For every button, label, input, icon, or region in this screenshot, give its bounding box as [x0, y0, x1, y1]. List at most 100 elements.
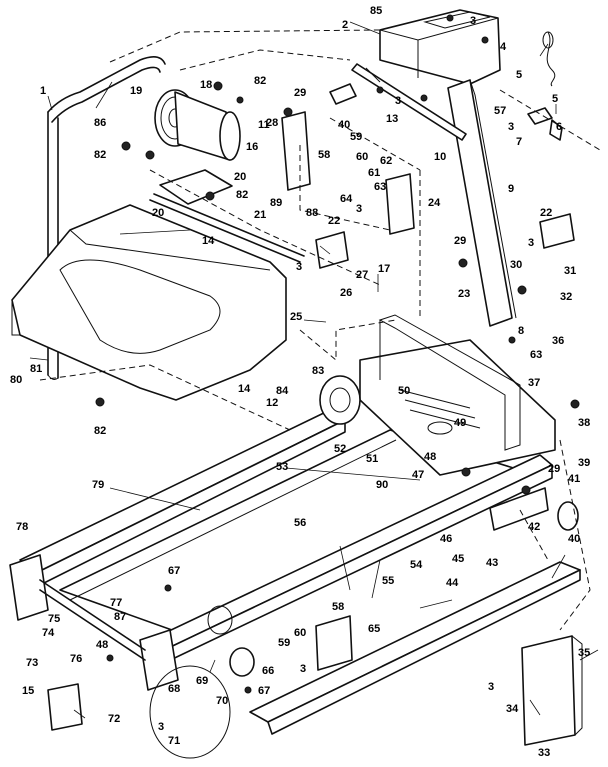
callout-46: 46 — [440, 533, 452, 545]
callout-22: 22 — [328, 215, 340, 227]
callout-54: 54 — [410, 559, 423, 571]
callout-73: 73 — [26, 657, 38, 669]
callout-83: 83 — [312, 365, 324, 377]
callout-62: 62 — [380, 155, 392, 167]
callout-27: 27 — [356, 269, 368, 281]
callout-36: 36 — [552, 335, 564, 347]
callout-3: 3 — [528, 237, 534, 249]
callout-7: 7 — [516, 136, 522, 148]
callout-31: 31 — [564, 265, 576, 277]
callout-3: 3 — [508, 121, 514, 133]
callout-58: 58 — [332, 601, 344, 613]
callout-58: 58 — [318, 149, 330, 161]
callout-75: 75 — [48, 613, 60, 625]
callout-40: 40 — [568, 533, 580, 545]
frame-assembly — [9, 314, 583, 759]
callout-42: 42 — [528, 521, 540, 533]
callout-80: 80 — [10, 374, 22, 386]
callout-25: 25 — [290, 311, 302, 323]
callout-1: 1 — [40, 85, 46, 97]
callout-3: 3 — [470, 15, 476, 27]
callout-49: 49 — [454, 417, 466, 429]
callout-2: 2 — [342, 19, 348, 31]
callout-29: 29 — [294, 87, 306, 99]
callout-44: 44 — [446, 577, 459, 589]
callout-77: 77 — [110, 597, 122, 609]
leader-lines — [29, 21, 599, 719]
callout-53: 53 — [276, 461, 288, 473]
callout-20: 20 — [234, 171, 246, 183]
callout-29: 29 — [548, 463, 560, 475]
callout-40: 40 — [338, 119, 350, 131]
callouts: 1 2 3 3 3 3 3 3 3 3 3 4 5 5 6 7 8 9 10 1… — [10, 5, 590, 759]
callout-87: 87 — [114, 611, 126, 623]
callout-52: 52 — [334, 443, 346, 455]
callout-82: 82 — [94, 425, 106, 437]
callout-41: 41 — [568, 473, 580, 485]
callout-63: 63 — [530, 349, 542, 361]
callout-3: 3 — [296, 261, 302, 273]
callout-3: 3 — [395, 95, 401, 107]
callout-66: 66 — [262, 665, 274, 677]
callout-82: 82 — [94, 149, 106, 161]
callout-8: 8 — [518, 325, 524, 337]
callout-76: 76 — [70, 653, 82, 665]
callout-21: 21 — [254, 209, 266, 221]
callout-90: 90 — [376, 479, 388, 491]
callout-43: 43 — [486, 557, 498, 569]
callout-3: 3 — [158, 721, 164, 733]
callout-82: 82 — [254, 75, 266, 87]
callout-4: 4 — [500, 41, 507, 53]
callout-26: 26 — [340, 287, 352, 299]
callout-9: 9 — [508, 183, 514, 195]
callout-59: 59 — [350, 131, 362, 143]
callout-45: 45 — [452, 553, 464, 565]
callout-3: 3 — [356, 203, 362, 215]
callout-59: 59 — [278, 637, 290, 649]
callout-71: 71 — [168, 735, 180, 747]
callout-37: 37 — [528, 377, 540, 389]
callout-72: 72 — [108, 713, 120, 725]
callout-70: 70 — [216, 695, 228, 707]
callout-38: 38 — [578, 417, 590, 429]
callout-47: 47 — [412, 469, 424, 481]
callout-14: 14 — [238, 383, 251, 395]
callout-30: 30 — [510, 259, 522, 271]
callout-14: 14 — [202, 235, 215, 247]
callout-60: 60 — [356, 151, 368, 163]
callout-84: 84 — [276, 385, 289, 397]
callout-24: 24 — [428, 197, 441, 209]
callout-19: 19 — [130, 85, 142, 97]
callout-86: 86 — [94, 117, 106, 129]
callout-18: 18 — [200, 79, 212, 91]
callout-15: 15 — [22, 685, 34, 697]
callout-68: 68 — [168, 683, 180, 695]
motor-assembly — [149, 89, 575, 269]
callout-57: 57 — [494, 105, 506, 117]
callout-55: 55 — [382, 575, 394, 587]
callout-35: 35 — [578, 647, 590, 659]
callout-22: 22 — [540, 207, 552, 219]
callout-69: 69 — [196, 675, 208, 687]
callout-13: 13 — [386, 113, 398, 125]
console-assembly — [47, 9, 563, 380]
callout-64: 64 — [340, 193, 353, 205]
callout-48: 48 — [96, 639, 108, 651]
fasteners — [95, 14, 580, 694]
callout-63: 63 — [374, 181, 386, 193]
callout-16: 16 — [246, 141, 258, 153]
callout-65: 65 — [368, 623, 380, 635]
callout-81: 81 — [30, 363, 42, 375]
callout-74: 74 — [42, 627, 55, 639]
callout-11: 11 — [258, 119, 270, 131]
callout-17: 17 — [378, 263, 390, 275]
callout-28: 28 — [266, 117, 278, 129]
callout-60: 60 — [294, 627, 306, 639]
callout-48: 48 — [424, 451, 436, 463]
callout-10: 10 — [434, 151, 446, 163]
callout-61: 61 — [368, 167, 380, 179]
callout-6: 6 — [556, 121, 562, 133]
callout-39: 39 — [578, 457, 590, 469]
callout-82: 82 — [236, 189, 248, 201]
callout-12: 12 — [266, 397, 278, 409]
